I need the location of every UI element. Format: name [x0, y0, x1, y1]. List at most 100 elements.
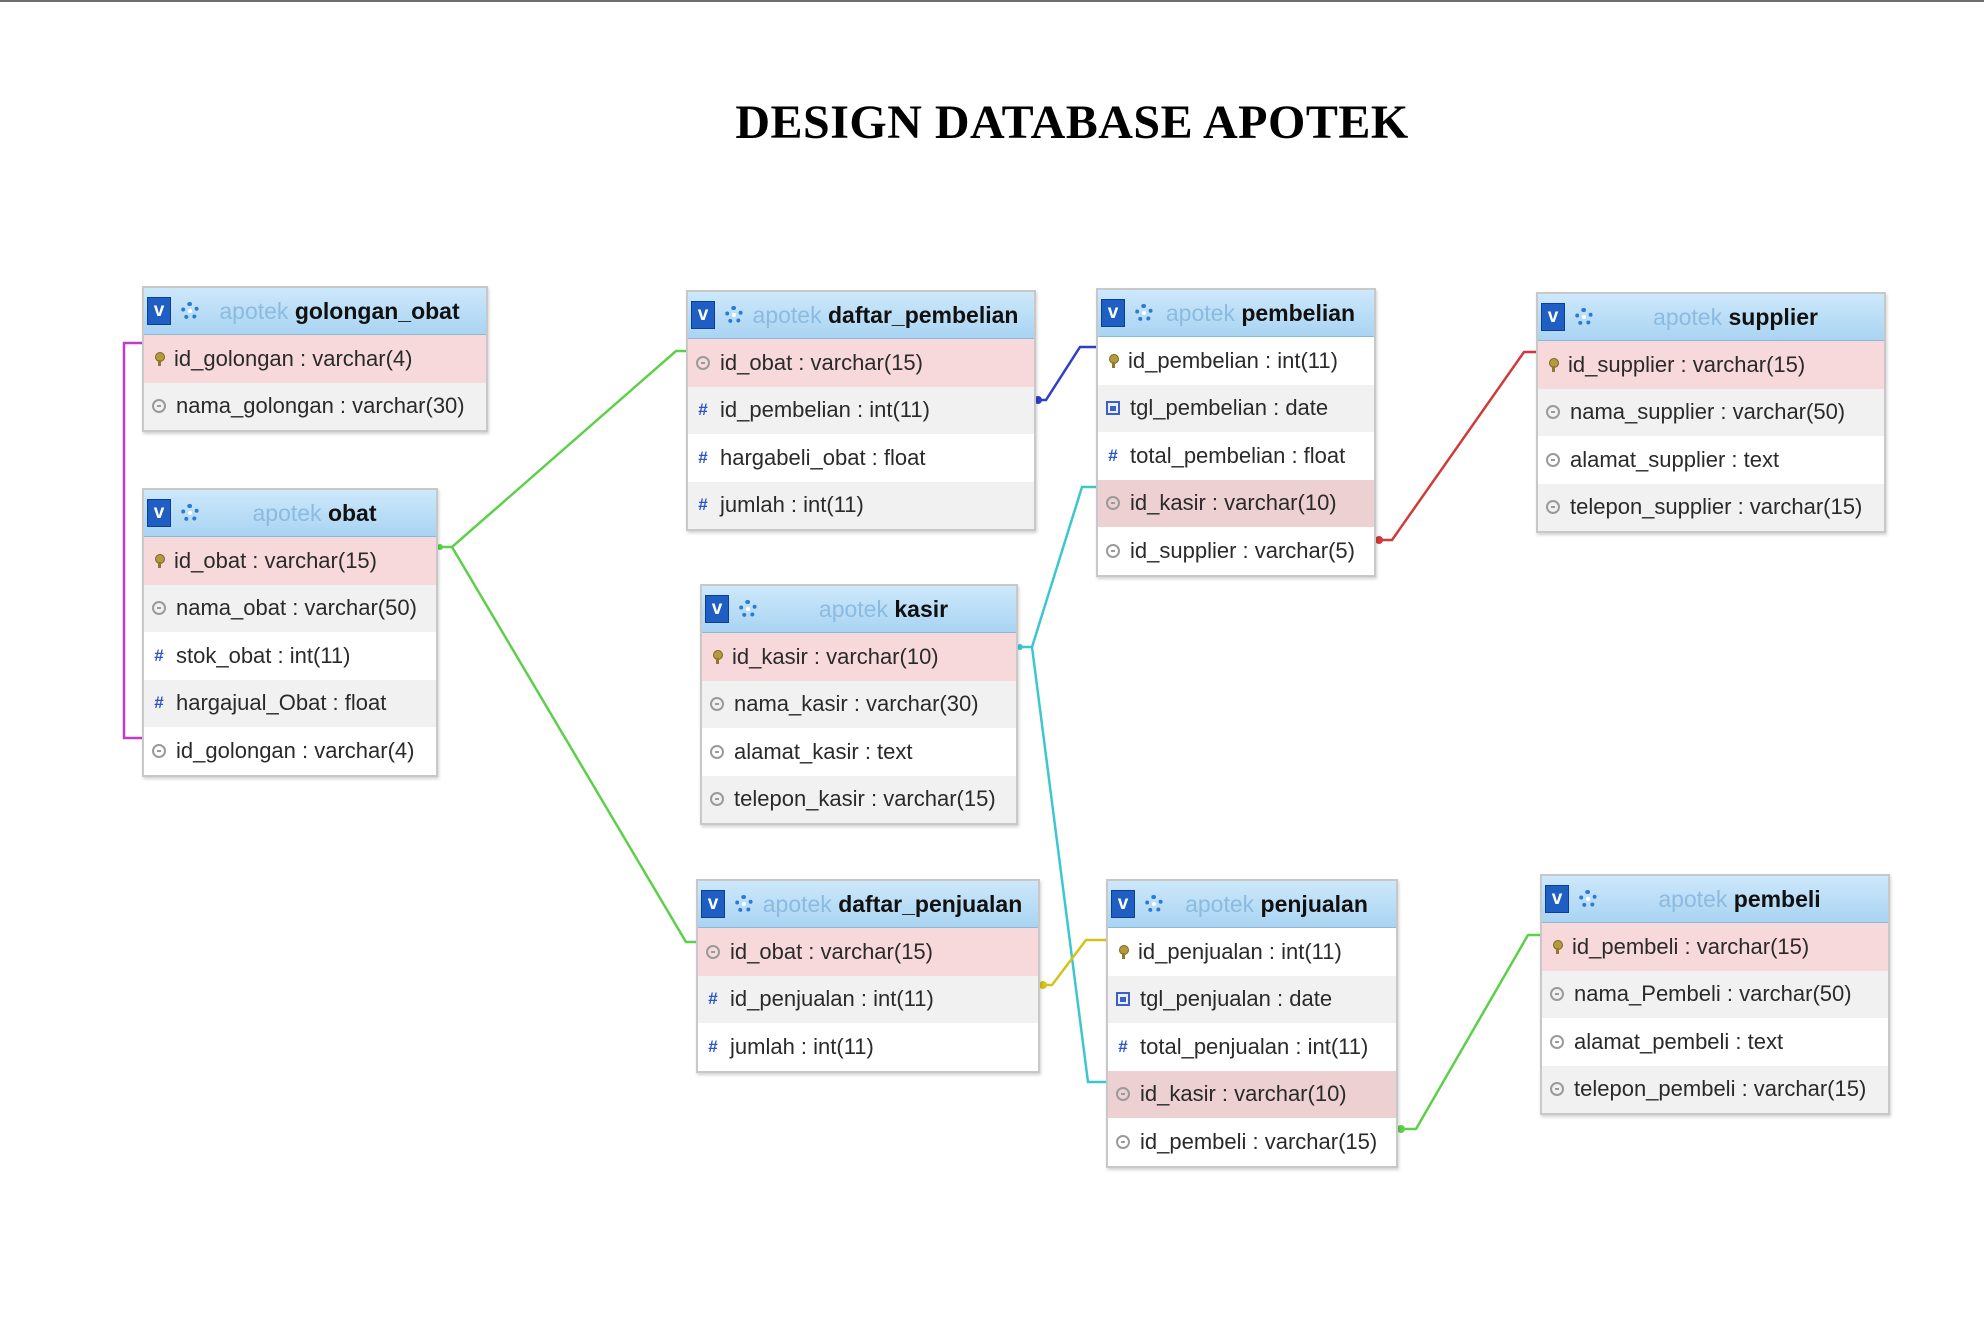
field-row[interactable]: #total_pembelian : float	[1098, 432, 1374, 480]
field-row[interactable]: tgl_pembelian : date	[1098, 384, 1374, 432]
table-golongan-obat[interactable]: v apotek golongan_obat id_golongan : var…	[142, 286, 488, 432]
table-title: apotek pembelian	[1153, 300, 1374, 327]
table-pembeli[interactable]: v apotek pembeli id_pembeli : varchar(15…	[1540, 874, 1890, 1115]
gear-icon[interactable]	[1145, 895, 1163, 913]
field-row[interactable]: id_obat : varchar(15)	[698, 928, 1038, 976]
field-row[interactable]: tgl_penjualan : date	[1108, 975, 1396, 1023]
gear-icon[interactable]	[725, 306, 743, 324]
field-row[interactable]: alamat_supplier : text	[1538, 436, 1884, 484]
field-row[interactable]: id_supplier : varchar(5)	[1098, 527, 1374, 575]
collapse-v-icon[interactable]: v	[705, 595, 729, 623]
gear-icon[interactable]	[1135, 304, 1153, 322]
table-header[interactable]: v apotek penjualan	[1108, 881, 1396, 928]
field-label: id_supplier : varchar(15)	[1568, 351, 1806, 377]
field-row[interactable]: id_penjualan : int(11)	[1108, 928, 1396, 976]
collapse-v-icon[interactable]: v	[147, 499, 171, 527]
table-name: obat	[327, 499, 377, 526]
table-header[interactable]: v apotek pembelian	[1098, 290, 1374, 337]
gear-icon[interactable]	[739, 600, 757, 618]
table-header[interactable]: v apotek daftar_pembelian	[688, 292, 1034, 339]
text-field-icon	[1550, 1034, 1564, 1049]
field-row[interactable]: #total_penjualan : int(11)	[1108, 1023, 1396, 1071]
field-row[interactable]: nama_Pembeli : varchar(50)	[1542, 970, 1888, 1018]
field-row[interactable]: #hargabeli_obat : float	[688, 434, 1034, 482]
relation-pembelian-daftar-pembelian	[1035, 345, 1098, 402]
relation-supplier-pembelian	[1376, 350, 1538, 542]
collapse-v-icon[interactable]: v	[691, 301, 715, 329]
field-row[interactable]: id_obat : varchar(15)	[144, 537, 436, 585]
table-header[interactable]: v apotek obat	[144, 490, 436, 537]
table-obat[interactable]: v apotek obat id_obat : varchar(15) nama…	[142, 488, 438, 777]
field-row[interactable]: telepon_kasir : varchar(15)	[702, 775, 1016, 823]
field-row[interactable]: alamat_kasir : text	[702, 728, 1016, 776]
gear-icon[interactable]	[181, 302, 199, 320]
number-icon: #	[708, 989, 718, 1009]
collapse-v-icon[interactable]: v	[1541, 303, 1565, 331]
field-row[interactable]: id_pembeli : varchar(15)	[1542, 923, 1888, 971]
table-header[interactable]: v apotek supplier	[1538, 294, 1884, 341]
number-icon: #	[698, 400, 708, 420]
gear-icon[interactable]	[1575, 308, 1593, 326]
field-row[interactable]: #stok_obat : int(11)	[144, 632, 436, 680]
field-row[interactable]: # jumlah : int(11)	[688, 481, 1034, 529]
field-label: telepon_pembeli : varchar(15)	[1574, 1076, 1867, 1102]
field-row[interactable]: id_obat : varchar(15)	[688, 339, 1034, 387]
field-row[interactable]: id_pembeli : varchar(15)	[1108, 1118, 1396, 1166]
field-row[interactable]: nama_kasir : varchar(30)	[702, 680, 1016, 728]
field-row[interactable]: nama_golongan : varchar(30)	[144, 382, 486, 430]
relation-endpoint	[1017, 644, 1023, 650]
number-icon: #	[1118, 1036, 1128, 1056]
field-label: nama_supplier : varchar(50)	[1570, 399, 1846, 425]
field-row[interactable]: telepon_pembeli : varchar(15)	[1542, 1065, 1888, 1113]
table-pembelian[interactable]: v apotek pembelian id_pembelian : int(11…	[1096, 288, 1376, 577]
text-field-icon	[152, 399, 166, 414]
table-header[interactable]: v apotek daftar_penjualan	[698, 881, 1038, 928]
field-label: id_pembelian : int(11)	[720, 397, 930, 423]
field-row[interactable]: nama_supplier : varchar(50)	[1538, 388, 1884, 436]
schema-name: apotek	[818, 595, 888, 622]
table-supplier[interactable]: v apotek supplier id_supplier : varchar(…	[1536, 292, 1886, 533]
table-kasir[interactable]: v apotek kasir id_kasir : varchar(10) na…	[700, 584, 1018, 825]
text-field-icon	[1546, 500, 1560, 515]
field-label: id_kasir : varchar(10)	[1130, 490, 1337, 516]
field-row[interactable]: id_kasir : varchar(10)	[1098, 479, 1374, 527]
gear-icon[interactable]	[735, 895, 753, 913]
gear-icon[interactable]	[181, 504, 199, 522]
field-label: jumlah : int(11)	[730, 1033, 874, 1059]
field-row[interactable]: id_kasir : varchar(10)	[1108, 1070, 1396, 1118]
number-icon: #	[698, 495, 708, 515]
table-title: apotek kasir	[757, 596, 1016, 623]
field-row[interactable]: nama_obat : varchar(50)	[144, 584, 436, 632]
gear-icon[interactable]	[1579, 890, 1597, 908]
collapse-v-icon[interactable]: v	[1101, 299, 1125, 327]
table-daftar-pembelian[interactable]: v apotek daftar_pembelian id_obat : varc…	[686, 290, 1036, 531]
field-row[interactable]: #hargajual_Obat : float	[144, 679, 436, 727]
field-label: jumlah : int(11)	[720, 492, 864, 518]
collapse-v-icon[interactable]: v	[1111, 890, 1135, 918]
field-row[interactable]: id_golongan : varchar(4)	[144, 335, 486, 383]
field-row[interactable]: telepon_supplier : varchar(15)	[1538, 483, 1884, 531]
table-penjualan[interactable]: v apotek penjualan id_penjualan : int(11…	[1106, 879, 1398, 1168]
table-header[interactable]: v apotek golongan_obat	[144, 288, 486, 335]
field-row[interactable]: # id_pembelian : int(11)	[688, 386, 1034, 434]
field-row[interactable]: #jumlah : int(11)	[698, 1023, 1038, 1071]
field-row[interactable]: alamat_pembeli : text	[1542, 1018, 1888, 1066]
field-row[interactable]: #id_penjualan : int(11)	[698, 975, 1038, 1023]
table-daftar-penjualan[interactable]: v apotek daftar_penjualan id_obat : varc…	[696, 879, 1040, 1073]
field-row[interactable]: id_pembelian : int(11)	[1098, 337, 1374, 385]
collapse-v-icon[interactable]: v	[701, 890, 725, 918]
relation-endpoint	[437, 544, 443, 550]
field-label: alamat_kasir : text	[734, 738, 913, 764]
relation-endpoint	[1034, 396, 1042, 404]
collapse-v-icon[interactable]: v	[147, 297, 171, 325]
table-header[interactable]: v apotek pembeli	[1542, 876, 1888, 923]
collapse-v-icon[interactable]: v	[1545, 885, 1569, 913]
field-row[interactable]: id_supplier : varchar(15)	[1538, 341, 1884, 389]
relation-kasir-penjualan	[1030, 646, 1108, 1084]
field-row[interactable]: id_golongan : varchar(4)	[144, 727, 436, 775]
relation-pembeli-penjualan	[1398, 933, 1542, 1131]
field-row[interactable]: id_kasir : varchar(10)	[702, 633, 1016, 681]
table-header[interactable]: v apotek kasir	[702, 586, 1016, 633]
schema-name: apotek	[1165, 299, 1235, 326]
field-label: telepon_supplier : varchar(15)	[1570, 494, 1863, 520]
